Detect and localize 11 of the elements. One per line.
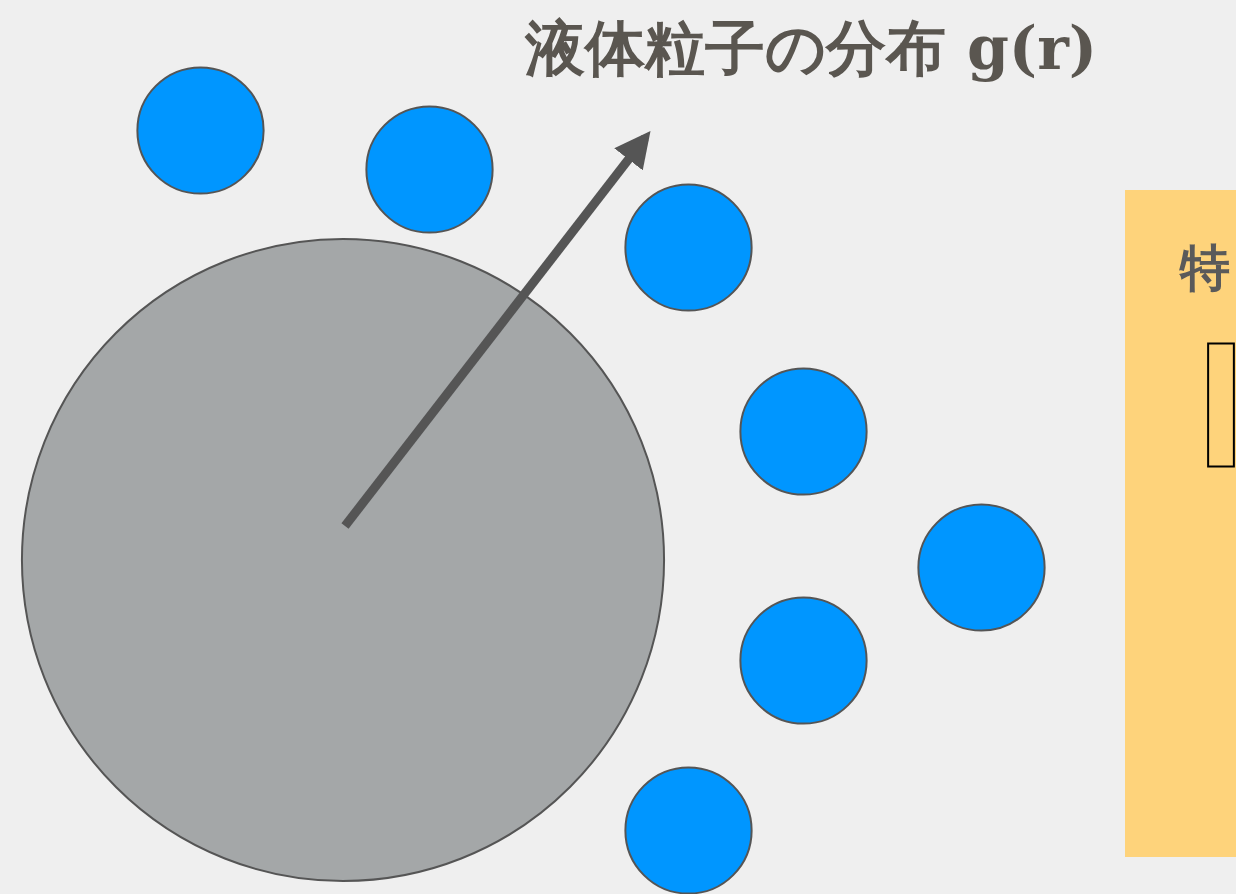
particle-circle (20, 237, 666, 883)
particle-circle (740, 368, 867, 495)
info-panel (1125, 190, 1236, 857)
particle-circle (137, 67, 264, 194)
particle-circle (740, 597, 867, 724)
blank-box (1208, 343, 1234, 467)
title: 液体粒子の分布 g(r) (525, 12, 1098, 84)
panel-heading: 特 (1180, 238, 1230, 298)
particle-circle (625, 184, 752, 311)
particle-circle (918, 504, 1045, 631)
particle-circle (366, 106, 493, 233)
